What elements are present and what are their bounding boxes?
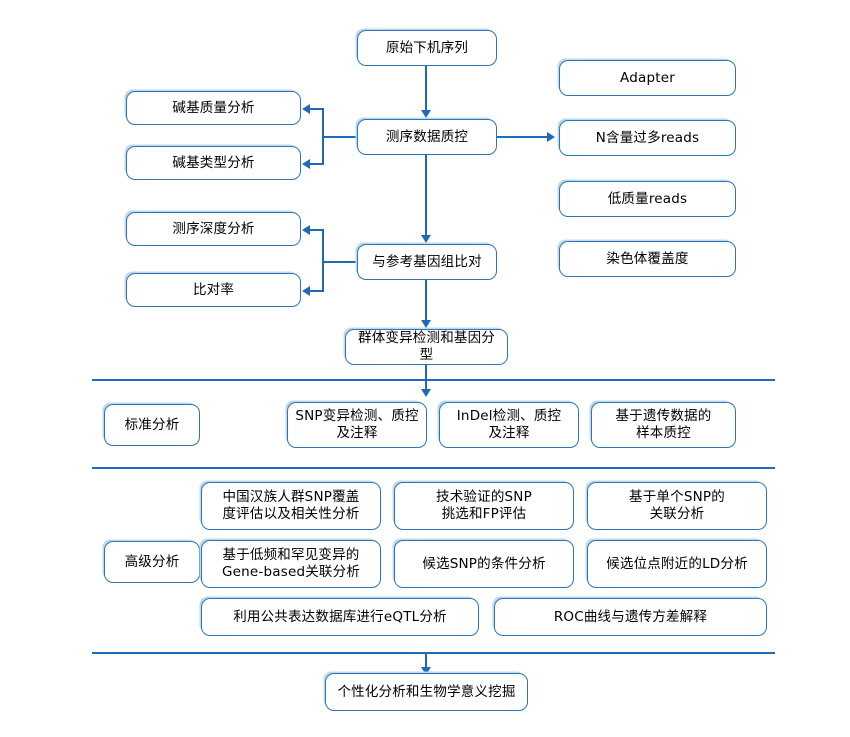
node-standard-item-2-label: 基于遗传数据的 样本质控	[615, 408, 712, 441]
node-adapter[interactable]: Adapter	[559, 60, 736, 96]
node-advanced-r3-item-0-label: 利用公共表达数据库进行eQTL分析	[233, 608, 447, 625]
node-advanced-r1-item-2-label: 基于单个SNP的 关联分析	[629, 489, 725, 522]
arrowhead-to-mapping-rate	[302, 285, 310, 296]
node-mapping-rate[interactable]: 比对率	[126, 273, 301, 307]
arrowhead-raw-to-qc	[420, 110, 431, 118]
node-chromosome-coverage-label: 染色体覆盖度	[606, 250, 689, 267]
connector-qc-to-alignment	[425, 155, 428, 237]
node-alignment[interactable]: 与参考基因组比对	[357, 244, 497, 280]
node-raw-reads[interactable]: 原始下机序列	[357, 30, 497, 66]
connector-qc-left-stem	[322, 136, 359, 139]
node-standard-item-1-label: InDel检测、质控 及注释	[456, 408, 562, 441]
node-advanced-r2-item-2[interactable]: 候选位点附近的LD分析	[587, 540, 767, 588]
node-depth-label: 测序深度分析	[172, 220, 255, 237]
node-advanced-r2-item-1-label: 候选SNP的条件分析	[422, 555, 546, 572]
connector-align-to-depth	[310, 229, 324, 232]
arrowhead-to-base-type	[302, 158, 310, 169]
node-adapter-label: Adapter	[620, 69, 675, 86]
section-label-advanced-text: 高级分析	[124, 553, 180, 570]
node-variant-calling[interactable]: 群体变异检测和基因分型	[345, 329, 508, 365]
node-raw-reads-label: 原始下机序列	[385, 39, 469, 56]
node-standard-item-2[interactable]: 基于遗传数据的 样本质控	[591, 402, 736, 448]
connector-raw-to-qc	[425, 66, 428, 112]
node-depth[interactable]: 测序深度分析	[126, 212, 301, 246]
connector-qc-to-base-type	[310, 163, 324, 166]
node-base-quality[interactable]: 碱基质量分析	[126, 91, 301, 125]
section-label-advanced[interactable]: 高级分析	[104, 541, 200, 583]
node-final[interactable]: 个性化分析和生物学意义挖掘	[325, 673, 528, 711]
connector-align-to-mapping-rate	[310, 290, 324, 293]
node-final-label: 个性化分析和生物学意义挖掘	[337, 683, 516, 700]
node-base-quality-label: 碱基质量分析	[172, 99, 255, 116]
node-standard-item-0[interactable]: SNP变异检测、质控 及注释	[287, 402, 427, 448]
arrowhead-variant-to-standard	[420, 389, 431, 397]
connector-align-left-stem	[322, 261, 359, 264]
node-low-quality-reads-label: 低质量reads	[607, 190, 688, 207]
arrowhead-to-n-reads	[547, 131, 555, 142]
node-advanced-r2-item-0[interactable]: 基于低频和罕见变异的 Gene-based关联分析	[201, 540, 381, 588]
node-standard-item-0-label: SNP变异检测、质控 及注释	[295, 408, 419, 441]
node-advanced-r3-item-1-label: ROC曲线与遗传方差解释	[553, 608, 708, 625]
divider-advanced-analysis	[92, 467, 775, 470]
arrowhead-qc-to-alignment	[420, 235, 431, 243]
node-advanced-r2-item-2-label: 候选位点附近的LD分析	[606, 555, 748, 572]
node-n-reads[interactable]: N含量过多reads	[559, 120, 736, 156]
connector-qc-to-base-quality	[310, 108, 324, 111]
node-mapping-rate-label: 比对率	[192, 281, 235, 298]
arrowhead-align-to-variant	[420, 320, 431, 328]
node-advanced-r2-item-0-label: 基于低频和罕见变异的 Gene-based关联分析	[221, 547, 361, 580]
node-base-type-label: 碱基类型分析	[172, 154, 255, 171]
node-advanced-r1-item-1[interactable]: 技术验证的SNP 挑选和FP评估	[394, 482, 574, 530]
node-advanced-r1-item-2[interactable]: 基于单个SNP的 关联分析	[587, 482, 767, 530]
connector-qc-left-spine	[322, 109, 325, 165]
node-chromosome-coverage[interactable]: 染色体覆盖度	[559, 241, 736, 277]
section-label-standard-text: 标准分析	[124, 416, 180, 433]
node-qc[interactable]: 测序数据质控	[357, 119, 497, 155]
node-base-type[interactable]: 碱基类型分析	[126, 146, 301, 180]
node-advanced-r2-item-1[interactable]: 候选SNP的条件分析	[394, 540, 574, 588]
arrowhead-to-depth	[302, 224, 310, 235]
node-low-quality-reads[interactable]: 低质量reads	[559, 181, 736, 217]
node-alignment-label: 与参考基因组比对	[372, 253, 482, 270]
connector-align-left-spine	[322, 230, 325, 292]
connector-qc-to-n-reads	[497, 136, 549, 139]
section-label-standard[interactable]: 标准分析	[104, 404, 200, 446]
arrowhead-to-base-quality	[302, 103, 310, 114]
node-advanced-r1-item-1-label: 技术验证的SNP 挑选和FP评估	[436, 489, 532, 522]
divider-standard-analysis	[92, 379, 775, 382]
connector-align-to-variant	[425, 280, 428, 322]
node-qc-label: 测序数据质控	[385, 128, 469, 145]
node-advanced-r1-item-0-label: 中国汉族人群SNP覆盖 度评估以及相关性分析	[222, 489, 360, 522]
divider-final-analysis	[92, 652, 775, 655]
node-advanced-r1-item-0[interactable]: 中国汉族人群SNP覆盖 度评估以及相关性分析	[201, 482, 381, 530]
node-standard-item-1[interactable]: InDel检测、质控 及注释	[439, 402, 579, 448]
node-advanced-r3-item-0[interactable]: 利用公共表达数据库进行eQTL分析	[201, 598, 479, 636]
node-advanced-r3-item-1[interactable]: ROC曲线与遗传方差解释	[494, 598, 767, 636]
arrowhead-divider-to-final	[420, 667, 431, 675]
node-variant-calling-label: 群体变异检测和基因分型	[358, 330, 495, 363]
node-n-reads-label: N含量过多reads	[595, 129, 700, 146]
connector-divider-to-final	[425, 652, 428, 670]
